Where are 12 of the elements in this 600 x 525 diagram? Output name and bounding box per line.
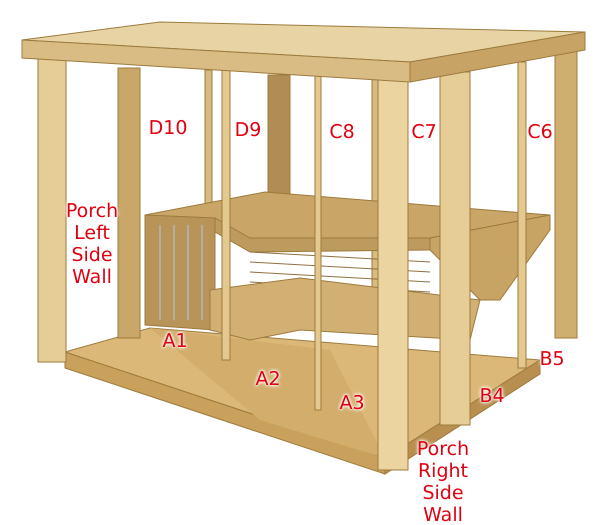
part-label: B4	[479, 385, 505, 407]
part-label: Porch Right Side Wall	[416, 438, 470, 525]
part-label: A1	[162, 330, 188, 352]
part-label: A3	[339, 392, 365, 414]
part-label: C7	[411, 121, 437, 143]
part-label: D9	[234, 119, 262, 141]
part-label: A2	[255, 368, 281, 390]
part-label: Porch Left Side Wall	[64, 200, 120, 288]
part-label: C6	[527, 121, 553, 143]
part-label: B5	[539, 348, 565, 370]
part-label: D10	[148, 117, 188, 139]
part-label: C8	[329, 121, 355, 143]
